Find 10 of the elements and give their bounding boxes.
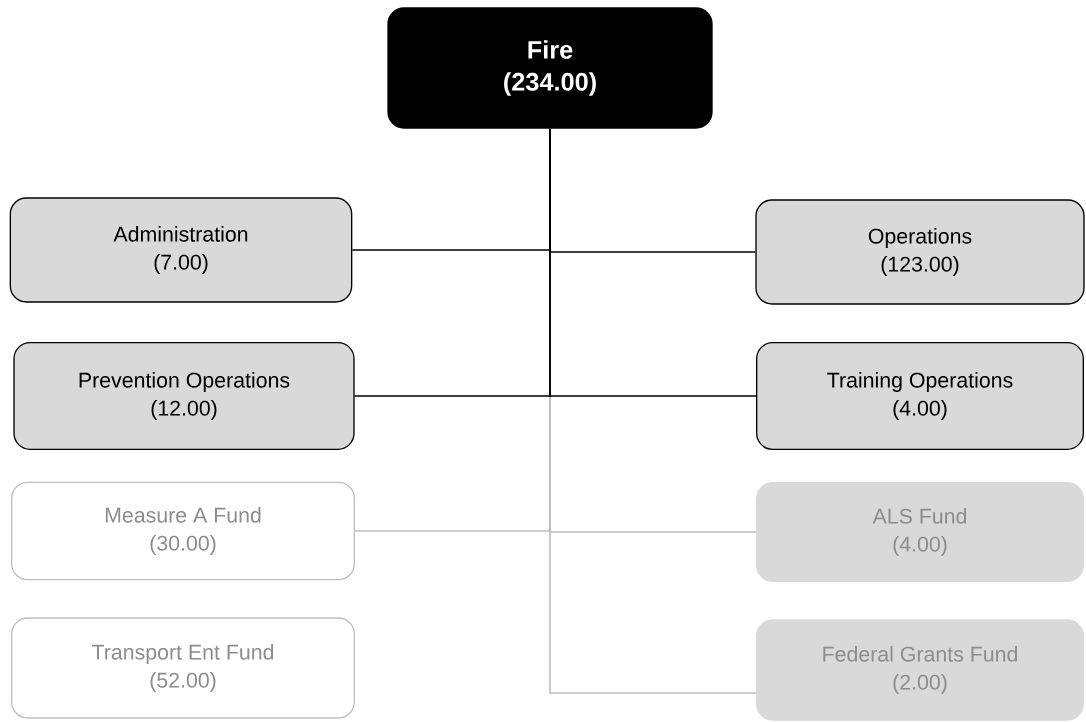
org-box: Federal Grants Fund (2.00) — [756, 619, 1084, 721]
org-box: Prevention Operations (12.00) — [13, 342, 355, 450]
connector-line — [549, 127, 757, 397]
org-box: Transport Ent Fund (52.00) — [11, 617, 355, 719]
org-box: Operations (123.00) — [755, 199, 1085, 305]
org-box: Administration (7.00) — [9, 197, 353, 303]
org-box: Training Operations (4.00) — [756, 342, 1084, 450]
org-box: Fire (234.00) — [387, 7, 713, 129]
org-box: Measure A Fund (30.00) — [11, 481, 355, 581]
org-box: ALS Fund (4.00) — [756, 482, 1084, 582]
